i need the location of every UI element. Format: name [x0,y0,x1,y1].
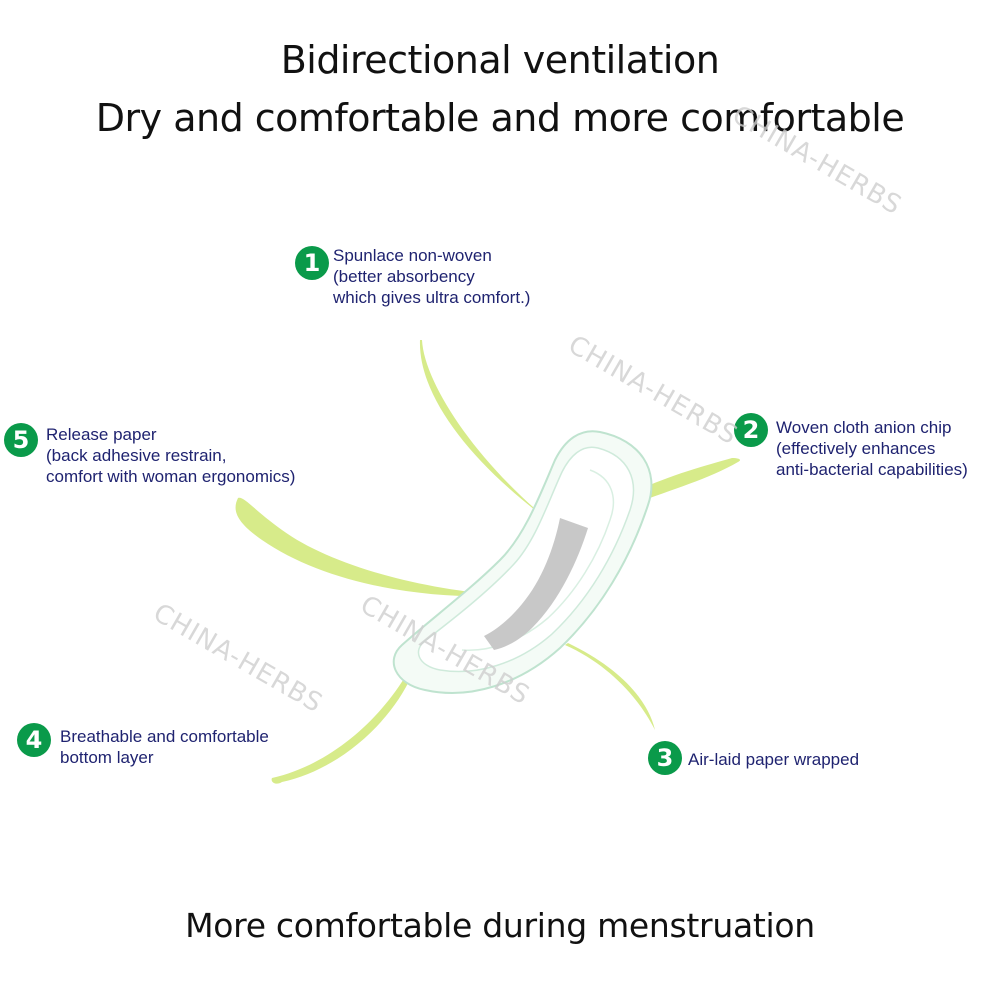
footer-caption: More comfortable during menstruation [185,906,815,945]
number-badge-2: 2 [734,413,768,447]
callout-2-text: Woven cloth anion chip (effectively enha… [776,417,968,480]
callout-5-text: Release paper (back adhesive restrain, c… [46,424,295,487]
pointer-2 [565,458,740,540]
pointer-3 [565,643,655,730]
number-badge-3: 3 [648,741,682,775]
callout-2-line-3: anti-bacterial capabilities) [776,460,968,479]
pad-inner-rim [417,446,635,673]
pad-illustration [392,430,653,694]
callout-3-text: Air-laid paper wrapped [688,749,859,770]
number-badge-5: 5 [4,423,38,457]
pointer-1 [419,340,548,520]
callout-3-line-1: Air-laid paper wrapped [688,750,860,769]
callout-4-line-2: bottom layer [60,748,154,767]
anion-chip [484,518,588,650]
callout-1-line-1: Spunlace non-woven [333,246,492,265]
callout-4-line-1: Breathable and comfortable [60,727,269,746]
pointer-5 [235,497,512,597]
number-badge-1: 1 [295,246,329,280]
callout-1-line-2: (better absorbency [333,267,475,286]
headline-line-1: Bidirectional ventilation [280,38,720,82]
callout-5-line-1: Release paper [46,425,157,444]
callout-2-line-1: Woven cloth anion chip [776,418,952,437]
callout-1-text: Spunlace non-woven (better absorbency wh… [333,245,530,308]
callout-5-line-3: comfort with woman ergonomics) [46,467,296,486]
headline-line-2: Dry and comfortable and more comfortable [95,96,905,140]
number-badge-4: 4 [17,723,51,757]
callout-5-line-2: (back adhesive restrain, [46,446,227,465]
callout-2-line-2: (effectively enhances [776,439,936,458]
callout-1-line-3: which gives ultra comfort.) [333,288,531,307]
pointer-lines [235,340,740,784]
callout-4-text: Breathable and comfortable bottom layer [60,726,269,768]
